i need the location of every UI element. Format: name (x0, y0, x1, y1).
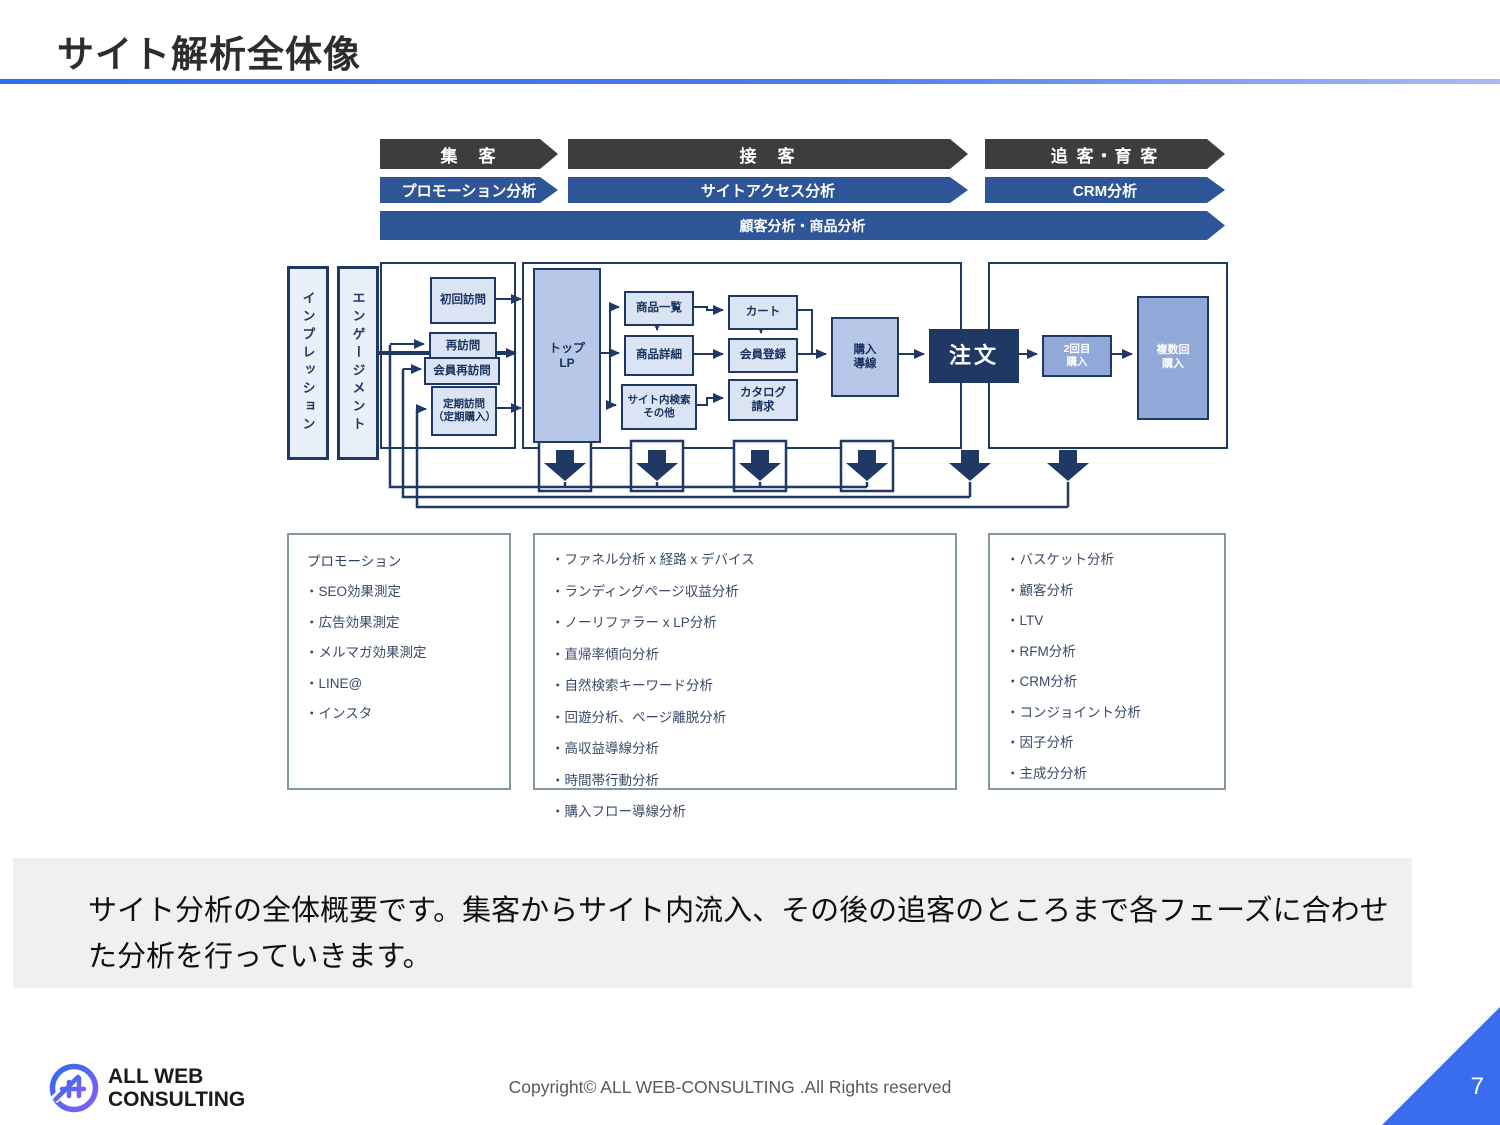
node-catalog-request: カタログ 請求 (728, 379, 798, 421)
page-title: サイト解析全体像 (57, 34, 361, 75)
node-second-purchase: 2回目 購入 (1042, 335, 1112, 377)
list-item: ・因子分析 (1006, 735, 1074, 750)
list-item: ・メルマガ効果測定 (305, 645, 427, 660)
analysis-arrow-crm: CRM分析 (985, 177, 1225, 203)
node-site-search: サイト内検索 その他 (621, 384, 697, 430)
list-item: ・時間帯行動分析 (551, 772, 659, 788)
node-revisit: 再訪問 (429, 332, 497, 360)
list-item: ・顧客分析 (1006, 582, 1074, 598)
node-repeat-purchase: 複数回 購入 (1137, 296, 1209, 420)
list-item: ・回遊分析、ページ離脱分析 (551, 709, 727, 725)
site-access-analysis-list: ・ファネル分析 x 経路 x デバイス ・ランディングページ収益分析 ・ノーリフ… (533, 533, 957, 819)
list-item: ・広告効果測定 (305, 614, 400, 630)
summary-text: サイト分析の全体概要です。集客からサイト内流入、その後の追客のところまで各フェー… (88, 895, 1389, 974)
list-item: ・CRM分析 (1006, 674, 1078, 689)
phase-arrow-follow: 追 客・育 客 (985, 139, 1225, 169)
list-item: ・ファネル分析 x 経路 x デバイス (551, 552, 755, 567)
list-item: ・ノーリファラー x LP分析 (551, 615, 717, 630)
phase-arrow-attract: 集 客 (380, 139, 558, 169)
corner-triangle (1382, 1007, 1500, 1125)
summary-panel (13, 858, 1412, 988)
logo-line2: CONSULTING (108, 1088, 246, 1111)
impression-box: インプレッション (287, 266, 329, 460)
logo-text: ALL WEB CONSULTING (108, 1065, 245, 1111)
analysis-arrow-site-access: サイトアクセス分析 (568, 177, 968, 203)
company-logo: ALL WEB CONSULTING (48, 1061, 248, 1115)
list-item: ・主成分分析 (1006, 765, 1087, 781)
title-underline (0, 79, 1500, 84)
crm-list: ・バスケット分析 ・顧客分析 ・LTV ・RFM分析 ・CRM分析 ・コンジョイ… (1006, 548, 1208, 782)
list-item: ・購入フロー導線分析 (551, 804, 686, 819)
list-item: ・LINE@ (305, 675, 363, 691)
promotion-list-title: プロモーション (307, 554, 402, 569)
promotion-list: ・SEO効果測定 ・広告効果測定 ・メルマガ効果測定 ・LINE@ ・インスタ (305, 580, 493, 722)
page-number: 7 (1470, 1073, 1484, 1100)
phase-arrow-serve: 接 客 (568, 139, 968, 169)
list-item: ・SEO効果測定 (305, 584, 402, 599)
node-regular-visit: 定期訪問 （定期購入） (431, 386, 497, 436)
list-item: ・コンジョイント分析 (1006, 704, 1141, 720)
node-member-revisit: 会員再訪問 (424, 357, 500, 385)
all-web-consulting-logo-icon (49, 1063, 99, 1113)
list-item: ・LTV (1006, 613, 1044, 628)
analysis-arrow-promotion: プロモーション分析 (380, 177, 558, 203)
list-item: ・自然検索キーワード分析 (551, 678, 713, 693)
analysis-arrow-customer-product: 顧客分析・商品分析 (380, 211, 1225, 240)
engagement-box: エンゲージメント (337, 266, 379, 460)
list-item: ・ランディングページ収益分析 (551, 583, 739, 599)
node-product-detail: 商品詳細 (624, 335, 694, 376)
logo-line1: ALL WEB (108, 1065, 204, 1088)
list-item: ・インスタ (305, 706, 373, 721)
node-cart: カート (728, 295, 798, 330)
node-first-visit: 初回訪問 (430, 277, 496, 324)
promotion-analysis-list: プロモーション ・SEO効果測定 ・広告効果測定 ・メルマガ効果測定 ・LINE… (287, 533, 511, 790)
list-item: ・高収益導線分析 (551, 741, 659, 756)
list-item: ・RFM分析 (1006, 643, 1076, 659)
copyright-text: Copyright© ALL WEB-CONSULTING .All Right… (508, 1077, 952, 1097)
crm-analysis-list: ・バスケット分析 ・顧客分析 ・LTV ・RFM分析 ・CRM分析 ・コンジョイ… (988, 533, 1226, 790)
node-product-list: 商品一覧 (624, 291, 694, 326)
node-purchase-funnel: 購入 導線 (831, 317, 899, 397)
list-item: ・バスケット分析 (1006, 552, 1114, 567)
node-member-registration: 会員登録 (728, 338, 798, 373)
node-order: 注文 (929, 329, 1019, 383)
node-top-lp: トップ LP (533, 268, 601, 443)
list-item: ・直帰率傾向分析 (551, 646, 659, 662)
site-access-list: ・ファネル分析 x 経路 x デバイス ・ランディングページ収益分析 ・ノーリフ… (551, 548, 939, 820)
